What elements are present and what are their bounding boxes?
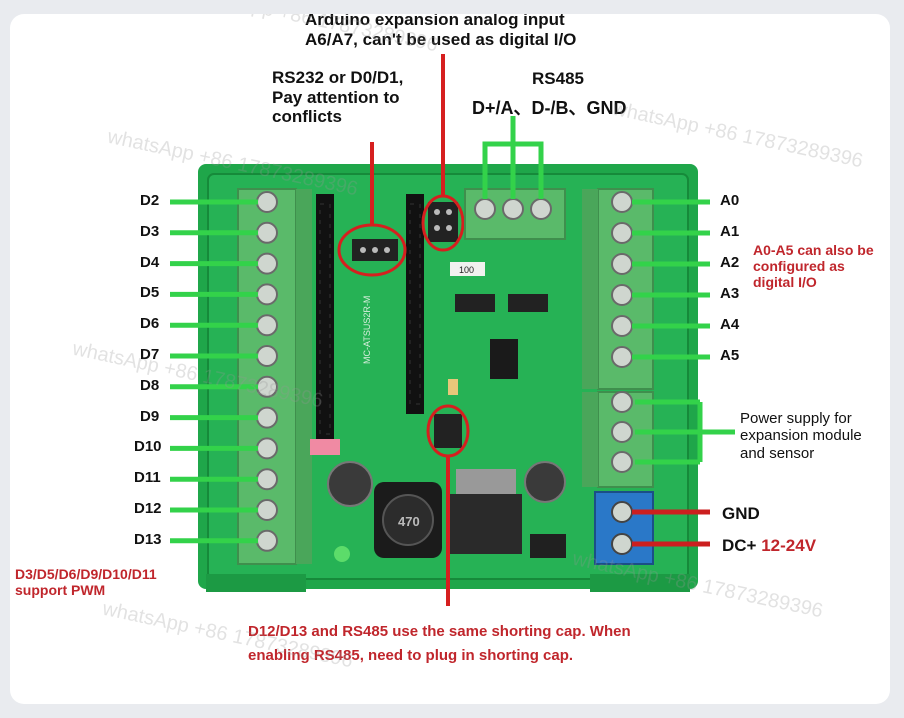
left-pin-label-d5: D5 [140, 284, 160, 302]
a0a5-digital-note: A0-A5 can also be configured as digital … [753, 242, 874, 291]
smd-resistor [450, 262, 485, 276]
dc-voltage-text: 12-24V [761, 536, 817, 555]
capacitor-right [524, 461, 566, 503]
left-pin-label-d13: D13 [134, 530, 162, 548]
left-terminal-screw [256, 283, 278, 306]
left-pin-label-d10: D10 [134, 438, 162, 456]
d12d13-jumper [434, 414, 462, 448]
left-terminal-screw [256, 468, 278, 491]
regulator-ic [450, 494, 522, 554]
dc-plus-text: DC+ [722, 536, 757, 555]
left-terminal-screw [256, 375, 278, 398]
smd-diode-2 [508, 294, 548, 312]
right-pin-label-a0: A0 [720, 192, 740, 209]
power-supply-note: Power supply for expansion module and se… [740, 410, 862, 462]
left-terminal-screw [256, 499, 278, 521]
dc-plus-label: DC+ 12-24V [722, 536, 816, 556]
rs485-pins-label: D+/A、D-/B、GND [472, 98, 627, 118]
capacitor-left [327, 461, 373, 507]
power-bracket-wires [635, 399, 735, 465]
rs232-conflict-note: RS232 or D0/D1, Pay attention to conflic… [272, 68, 404, 127]
right-terminal-screw [611, 346, 633, 368]
left-terminal-screw [256, 314, 278, 337]
din-foot-right [590, 574, 690, 592]
right-terminal-screw [611, 315, 633, 337]
right-pin-label-a4: A4 [720, 316, 740, 333]
right-pin-label-a3: A3 [720, 285, 740, 302]
left-pin-label-d6: D6 [140, 315, 160, 333]
right-terminal-screw [611, 284, 633, 306]
left-terminal-screw [256, 406, 278, 429]
left-pin-label-d7: D7 [140, 346, 160, 363]
shorting-cap-note: D12/D13 and RS485 use the same shorting … [248, 623, 631, 664]
right-wires [632, 199, 710, 360]
left-terminal-side [296, 189, 312, 564]
left-terminal-screws [256, 191, 278, 552]
left-pin-label-d12: D12 [134, 500, 162, 517]
gnd-label: GND [722, 504, 760, 523]
arduino-a6a7-note: Arduino expansion analog input A6/A7, ca… [305, 14, 577, 49]
right-pin-label-a5: A5 [720, 347, 740, 364]
left-terminal-screw [256, 191, 278, 213]
left-pin-label-d9: D9 [140, 407, 160, 425]
rs485-ic [490, 339, 518, 379]
right-pin-label-a1: A1 [720, 223, 740, 240]
left-pin-label-d11: D11 [134, 469, 161, 487]
left-pin-label-d8: D8 [140, 376, 160, 394]
right-terminal-screw [611, 222, 633, 244]
red-pointer-lines [370, 54, 450, 606]
din-foot-left [206, 574, 306, 592]
left-terminal-screw [256, 529, 278, 552]
rs485-title: RS485 [532, 69, 584, 88]
right-terminal-screw [611, 253, 633, 275]
header-strip-left [316, 194, 334, 444]
left-terminal-screw [256, 437, 278, 460]
left-wires [170, 199, 258, 544]
a6a7-header [428, 202, 458, 242]
left-terminal-screw [256, 221, 278, 244]
header-strip-right [406, 194, 424, 414]
smd-diode-1 [455, 294, 495, 312]
resistor-marking: 100 [459, 265, 474, 275]
left-pin-label-d2: D2 [140, 192, 160, 209]
power-input-wires [632, 509, 710, 547]
left-terminal-screw [256, 345, 278, 367]
right-pin-label-a2: A2 [720, 254, 740, 271]
inductor-marking: 470 [398, 514, 420, 529]
left-pin-label-d4: D4 [140, 253, 160, 271]
header-pins [319, 203, 421, 435]
pwm-note: D3/D5/D6/D9/D10/D11 support PWM [15, 566, 157, 599]
left-terminal-screw [256, 252, 278, 275]
rs232-jumper-header [352, 239, 398, 261]
pcb-text: MC-ATSUS2R-M [362, 296, 372, 364]
smd-diode-3 [530, 534, 566, 558]
pink-jumper [310, 439, 340, 455]
board-photo: 100 470 MC-ATSUS2R-M [170, 54, 735, 606]
photo-frame: 100 470 MC-ATSUS2R-M [10, 14, 890, 704]
smd-led [448, 379, 458, 395]
rs485-wires [482, 116, 544, 199]
left-pin-label-d3: D3 [140, 222, 160, 240]
power-led [334, 546, 350, 562]
right-terminal-screw [611, 191, 633, 213]
